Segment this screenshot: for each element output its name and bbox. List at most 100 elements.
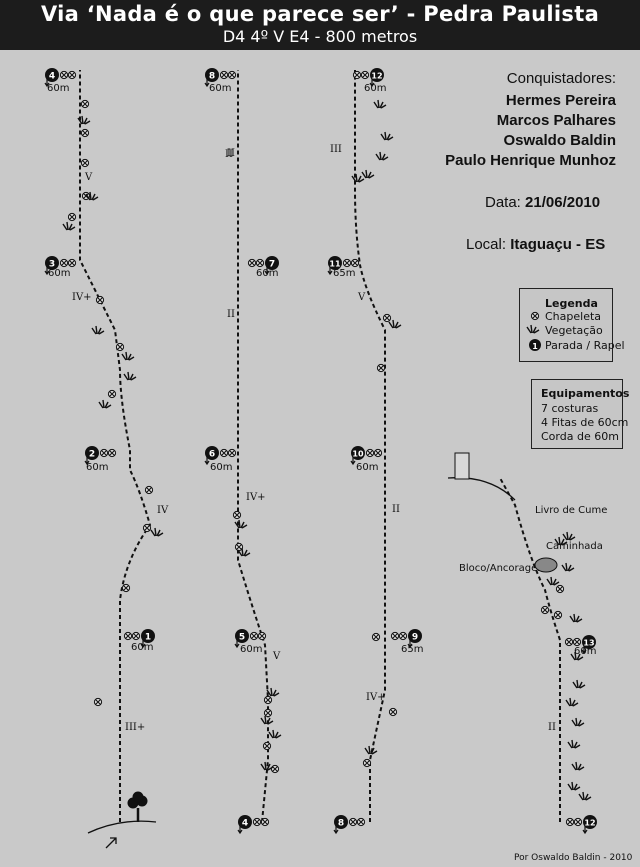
svg-text:8: 8 [209, 72, 215, 82]
bolt-icon [247, 258, 257, 268]
bolt-icon [573, 817, 583, 827]
bolt-icon [382, 313, 392, 323]
bolt-icon [540, 605, 550, 615]
ground-line [87, 820, 157, 834]
svg-text:4: 4 [242, 819, 248, 829]
svg-text:6: 6 [209, 450, 215, 460]
bolt-icon [257, 631, 267, 641]
tree-icon [127, 791, 148, 822]
vegetation-icon [266, 687, 280, 697]
bolt-icon [80, 158, 90, 168]
belay-2: 2 [84, 446, 117, 466]
pitch-grade-label: II [392, 504, 400, 515]
svg-text:11: 11 [329, 260, 341, 269]
belay-11: 11 [327, 256, 360, 276]
legend-bolt-icon [530, 311, 540, 321]
bolt-icon [144, 485, 154, 495]
bolt-icon [107, 448, 117, 458]
bolt-icon [59, 70, 69, 80]
svg-text:5: 5 [239, 633, 245, 643]
bolt-icon [227, 448, 237, 458]
vegetation-icon [373, 99, 387, 109]
bolt-icon [342, 258, 352, 268]
bolt-icon [572, 637, 582, 647]
vegetation-icon [62, 221, 76, 231]
bolt-icon [123, 631, 133, 641]
belay-repeat-8: 8 [333, 815, 366, 835]
bolt-icon [365, 448, 375, 458]
vegetation-icon [567, 739, 581, 749]
pitch-grade-label: IV+ [246, 492, 266, 503]
svg-text:12: 12 [584, 819, 595, 828]
legend-label-belay: Parada / Rapel [545, 339, 625, 352]
svg-text:2: 2 [89, 450, 95, 460]
vegetation-icon [364, 745, 378, 755]
bolt-icon [373, 448, 383, 458]
pitch-length-label: 60m [240, 644, 262, 655]
page-title: Via ‘Nada é o que parece ser’ - Pedra Pa… [40, 2, 600, 26]
pitch-length-label: 60m [210, 462, 232, 473]
equipment-item: 7 costuras [541, 402, 599, 415]
bolt-icon [80, 128, 90, 138]
pitch-grade-label: II [227, 309, 235, 320]
vegetation-icon [150, 527, 164, 537]
pitch-length-label: 65m [401, 644, 423, 655]
belay-5: 5 [234, 629, 267, 649]
bolt-icon [131, 631, 141, 641]
bolt-icon [555, 584, 565, 594]
belay-13: 13 [564, 635, 596, 655]
pitch-length-label: 60m [364, 83, 386, 94]
bolt-icon [270, 764, 280, 774]
vegetation-icon [388, 319, 402, 329]
vegetation-icon [234, 519, 248, 529]
pitch-length-label: 65m [333, 268, 355, 279]
pitch-grade-label: II [548, 722, 556, 733]
bolt-icon [142, 523, 152, 533]
bolt-icon [565, 817, 575, 827]
equipment-item: Corda de 60m [541, 430, 619, 443]
bolt-icon [115, 342, 125, 352]
vegetation-icon [561, 562, 575, 572]
pitch-grade-label: V [84, 172, 93, 183]
credit-name: Oswaldo Baldin [503, 132, 616, 149]
bolt-icon [564, 637, 574, 647]
belay-8: 8 [204, 68, 237, 88]
svg-text:12: 12 [371, 72, 382, 81]
pitch-grade-label: III [330, 144, 342, 155]
bolt-icon [219, 70, 229, 80]
route-line-pitches-8-12 [354, 70, 386, 822]
vegetation-icon [565, 697, 579, 707]
belay-3: 3 [44, 256, 77, 276]
summit-anchor-label: Bloco/Ancoragem [459, 563, 548, 574]
belay-1: 1 [123, 629, 155, 649]
bolt-icon [249, 631, 259, 641]
svg-text:8: 8 [338, 819, 344, 829]
anchor-boulder [534, 557, 558, 573]
vegetation-icon [121, 351, 135, 361]
vegetation-icon [380, 131, 394, 141]
author-credit: Por Oswaldo Baldin - 2010 [514, 853, 633, 863]
bolt-icon [121, 583, 131, 593]
bolt-icon [67, 258, 77, 268]
bolt-icon [376, 363, 386, 373]
equipment-title: Equipamentos [541, 387, 630, 400]
vegetation-icon [567, 781, 581, 791]
bolt-icon [398, 631, 408, 641]
start-arrow [105, 837, 117, 849]
svg-text:13: 13 [583, 639, 594, 648]
bolt-icon [350, 258, 360, 268]
header-bar: Via ‘Nada é o que parece ser’ - Pedra Pa… [0, 0, 640, 50]
pitch-length-label: 60m [47, 83, 69, 94]
pitch-grade-label: V [272, 651, 281, 662]
bolt-icon [371, 632, 381, 642]
route-line-pitches-4-8 [237, 70, 269, 823]
bolt-icon [348, 817, 358, 827]
pitch-grade-label: IV+ [72, 292, 92, 303]
legend-label-vegetation: Vegetação [545, 324, 603, 337]
legend-title: Legenda [545, 297, 598, 310]
credit-name: Marcos Palhares [496, 112, 616, 129]
pitch-grade-label: IV+ [366, 692, 386, 703]
pitch-length-label: 60m [48, 268, 70, 279]
bolt-icon [252, 817, 262, 827]
legend-vegetation-icon [526, 324, 540, 334]
